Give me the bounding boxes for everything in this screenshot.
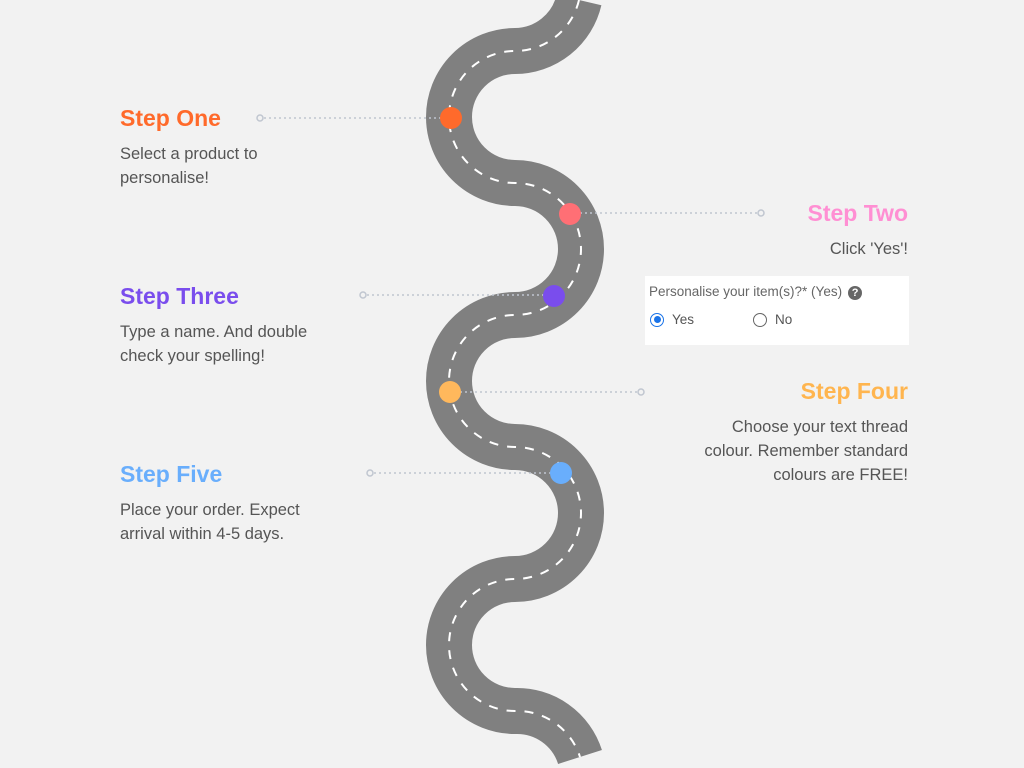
step-description: Place your order. Expect arrival within 4…: [120, 498, 300, 546]
step-title: Step Four: [800, 378, 908, 404]
step-description: Select a product to personalise!: [120, 142, 258, 190]
personalise-label: Personalise your item(s)?* (Yes)?: [649, 284, 863, 300]
step-title: Step Two: [807, 200, 908, 226]
connector-end-three: [359, 291, 367, 299]
step-title: Step Five: [120, 461, 223, 487]
connector-end-five: [366, 469, 374, 477]
desc-line: arrival within 4-5 days.: [120, 525, 285, 543]
connector-end-four: [637, 388, 645, 396]
desc-line: check your spelling!: [120, 347, 265, 365]
radio-label: No: [775, 312, 793, 327]
desc-line: Select a product to: [120, 145, 258, 163]
label-text: Personalise your item(s)?* (Yes): [649, 284, 843, 299]
road-surface: [426, 0, 604, 765]
step-title: Step One: [120, 105, 221, 131]
step-description: Type a name. And double check your spelli…: [120, 320, 307, 368]
step-two-marker: [559, 203, 581, 225]
personalise-form-example: Personalise your item(s)?* (Yes)? Yes No: [645, 276, 909, 345]
step-five: Step Five Place your order. Expect arriva…: [120, 460, 300, 546]
step-description: Choose your text thread colour. Remember …: [704, 415, 908, 487]
desc-line: Choose your text thread: [731, 418, 908, 436]
radio-yes[interactable]: Yes: [650, 312, 694, 327]
step-one-marker: [440, 107, 462, 129]
desc-line: colours are FREE!: [773, 466, 908, 484]
desc-line: Place your order. Expect: [120, 501, 300, 519]
desc-line: personalise!: [120, 169, 209, 187]
desc-line: colour. Remember standard: [704, 442, 908, 460]
step-four: Step Four Choose your text thread colour.…: [704, 377, 908, 487]
desc-line: Click 'Yes'!: [829, 240, 908, 258]
desc-line: Type a name. And double: [120, 323, 308, 341]
step-description: Click 'Yes'!: [807, 237, 908, 261]
help-icon[interactable]: ?: [848, 286, 863, 300]
step-four-marker: [439, 381, 461, 403]
connector-end-one: [256, 114, 264, 122]
radio-button[interactable]: [753, 312, 767, 327]
radio-button-selected[interactable]: [650, 312, 664, 327]
radio-no[interactable]: No: [753, 312, 792, 327]
step-five-marker: [550, 462, 572, 484]
road-center-dashes: [448, 0, 582, 758]
step-three: Step Three Type a name. And double check …: [120, 282, 307, 368]
step-two: Step Two Click 'Yes'!: [807, 199, 908, 261]
connector-end-two: [757, 209, 765, 217]
step-three-marker: [543, 285, 565, 307]
step-title: Step Three: [120, 283, 239, 309]
radio-label: Yes: [672, 312, 695, 327]
step-one: Step One Select a product to personalise!: [120, 104, 258, 190]
